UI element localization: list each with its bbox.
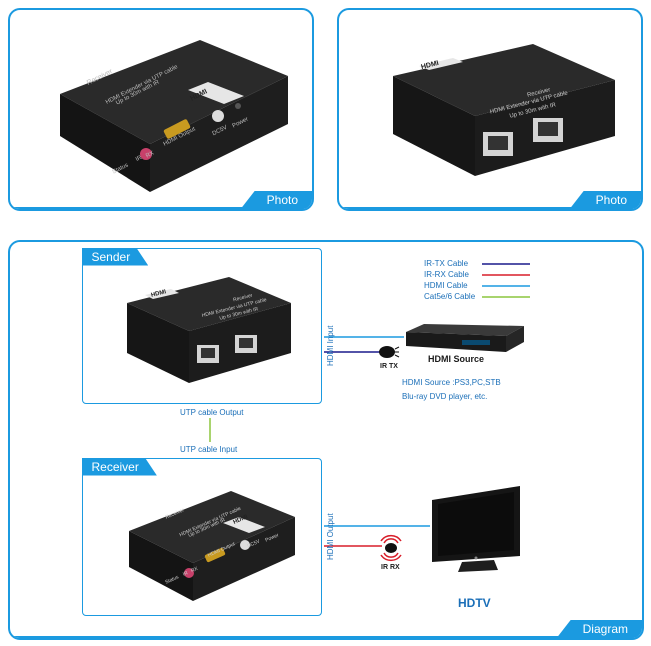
- ir-rx-receiver-icon: [380, 534, 402, 562]
- utp-output-label: UTP cable Output: [180, 408, 244, 417]
- photo-tag-right: Photo: [569, 191, 641, 209]
- receiver-box: Receiver HDMI Receiver HDMI Extender via…: [82, 458, 322, 616]
- legend-ir-rx: IR-RX Cable: [424, 270, 469, 279]
- sender-device: [127, 277, 291, 383]
- photo-tag-left: Photo: [240, 191, 312, 209]
- utp-cable-line: [209, 418, 211, 442]
- sender-title: Sender: [82, 248, 149, 266]
- photo-panel-right: HDMI Receiver HDMI Extender via UTP cabl…: [337, 8, 643, 211]
- diagram-tag: Diagram: [556, 620, 642, 638]
- hdmi-source-player-icon: [406, 324, 524, 352]
- sender-cables: [324, 336, 404, 353]
- receiver-cables: [324, 525, 430, 547]
- diagram-panel: Sender HDMI Receiver HDMI Extender via U…: [8, 240, 644, 640]
- hdmi-source-desc1: HDMI Source :PS3,PC,STB: [402, 378, 501, 387]
- sender-box: Sender HDMI Receiver HDMI Extender via U…: [82, 248, 322, 404]
- receiver-device-photo: [60, 40, 288, 192]
- hdtv-label: HDTV: [458, 596, 491, 610]
- hdmi-output-label: HDMI Output: [326, 513, 335, 560]
- hdmi-source-desc2: Blu-ray DVD player, etc.: [402, 392, 488, 401]
- hdtv-icon: [432, 486, 520, 572]
- ir-tx-emitter-icon: [379, 346, 400, 358]
- legend-hdmi: HDMI Cable: [424, 281, 468, 290]
- utp-input-label: UTP cable Input: [180, 445, 238, 454]
- sender-device-photo: [393, 44, 615, 176]
- receiver-title: Receiver: [82, 458, 157, 476]
- receiver-device: [129, 491, 295, 601]
- legend-lines: [482, 263, 530, 298]
- photo-panel-left: Receiver HDMI Output Status IR RX DC5V P…: [8, 8, 314, 211]
- legend-ir-tx: IR-TX Cable: [424, 259, 469, 268]
- ir-tx-label: IR TX: [380, 363, 398, 370]
- ir-rx-label: IR RX: [381, 564, 400, 571]
- legend-cat5: Cat5e/6 Cable: [424, 292, 476, 301]
- hdmi-source-title: HDMI Source: [428, 354, 485, 364]
